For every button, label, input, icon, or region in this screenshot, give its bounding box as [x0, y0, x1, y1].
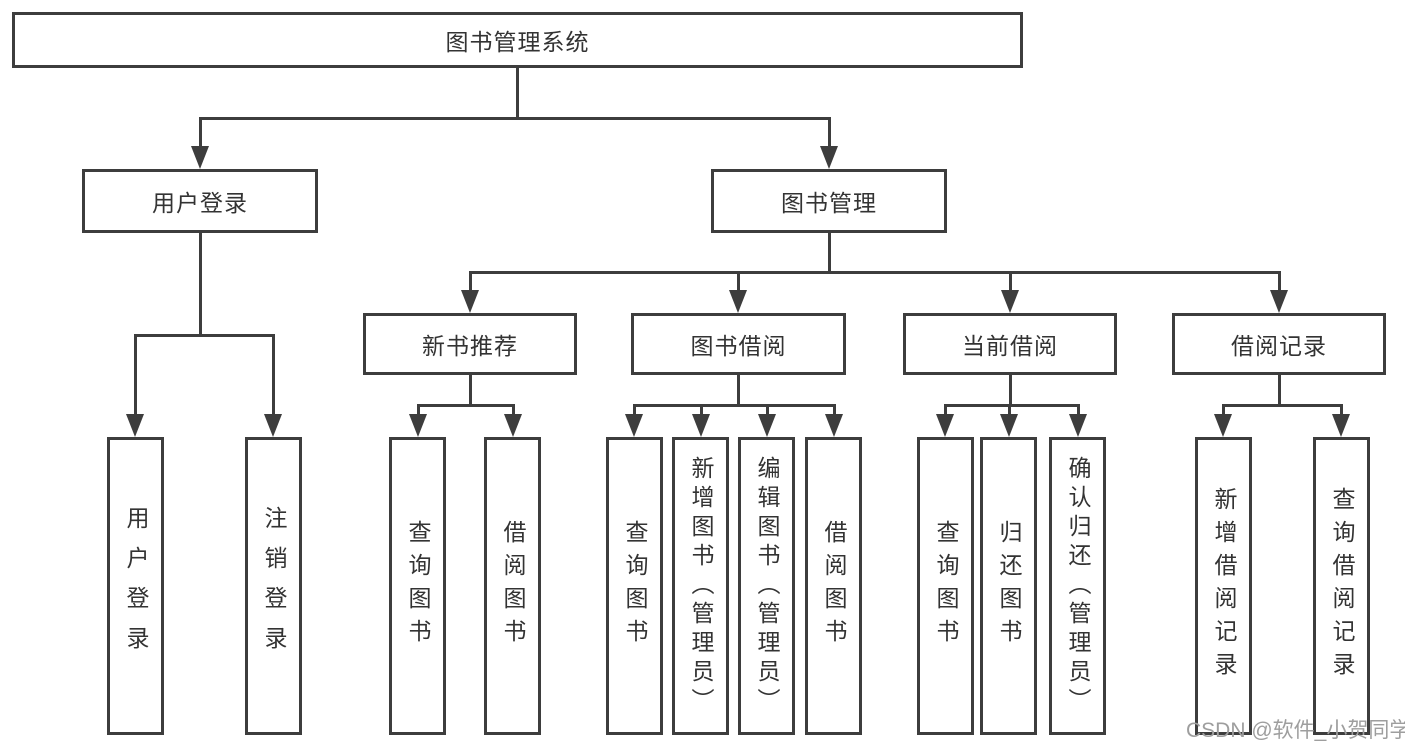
arrowhead-icon: [1332, 414, 1350, 437]
connector-line: [633, 404, 636, 420]
leaf-logout-label: 注销登录: [261, 506, 287, 666]
leaf-borrowing-add-books-admin: 新增图书（管理员）: [672, 437, 729, 735]
node-user-login-label: 用户登录: [152, 190, 248, 216]
connector-line: [700, 404, 703, 420]
leaf-borrowing-query-books: 查询图书: [606, 437, 663, 735]
connector-line: [1009, 375, 1012, 407]
connector-line: [737, 271, 740, 296]
connector-line: [469, 375, 472, 407]
leaf-borrowing-add-books-admin-label: 新增图书（管理员）: [688, 455, 714, 717]
connector-line: [199, 233, 202, 337]
leaf-user-login-label: 用户登录: [123, 506, 149, 666]
arrowhead-icon: [1001, 290, 1019, 313]
arrowhead-icon: [692, 414, 710, 437]
leaf-records-query-borrow-record-label: 查询借阅记录: [1329, 487, 1355, 685]
leaf-borrowing-borrow-books: 借阅图书: [805, 437, 862, 735]
leaf-current-confirm-return-admin-label: 确认归还（管理员）: [1065, 455, 1091, 717]
leaf-borrowing-query-books-label: 查询图书: [622, 520, 648, 652]
connector-line: [469, 271, 472, 296]
leaf-current-query-books-label: 查询图书: [933, 520, 959, 652]
connector-line: [833, 404, 836, 420]
connector-line: [633, 404, 836, 407]
leaf-current-return-books: 归还图书: [980, 437, 1037, 735]
arrowhead-icon: [1214, 414, 1232, 437]
arrowhead-icon: [504, 414, 522, 437]
node-new-book-recommend-label: 新书推荐: [422, 333, 518, 359]
connector-line: [417, 404, 515, 407]
connector-line: [469, 271, 1281, 274]
leaf-current-confirm-return-admin: 确认归还（管理员）: [1049, 437, 1106, 735]
leaf-newbooks-borrow-books: 借阅图书: [484, 437, 541, 735]
leaf-records-query-borrow-record: 查询借阅记录: [1313, 437, 1370, 735]
arrowhead-icon: [1069, 414, 1087, 437]
node-root-label: 图书管理系统: [445, 29, 590, 55]
leaf-current-return-books-label: 归还图书: [996, 520, 1022, 652]
arrowhead-icon: [729, 290, 747, 313]
arrowhead-icon: [126, 414, 144, 437]
node-new-book-recommend: 新书推荐: [363, 313, 577, 375]
arrowhead-icon: [625, 414, 643, 437]
connector-line: [1278, 375, 1281, 407]
node-book-management-label: 图书管理: [781, 190, 877, 216]
leaf-logout: 注销登录: [245, 437, 302, 735]
connector-line: [1077, 404, 1080, 420]
arrowhead-icon: [191, 146, 209, 169]
connector-line: [134, 334, 137, 420]
arrowhead-icon: [1000, 414, 1018, 437]
node-borrow-records-label: 借阅记录: [1231, 333, 1327, 359]
connector-line: [1278, 271, 1281, 296]
leaf-borrowing-edit-books-admin-label: 编辑图书（管理员）: [754, 455, 780, 717]
connector-line: [199, 117, 202, 155]
connector-line: [199, 117, 831, 120]
arrowhead-icon: [264, 414, 282, 437]
node-borrow-records: 借阅记录: [1172, 313, 1386, 375]
leaf-records-add-borrow-record-label: 新增借阅记录: [1211, 487, 1237, 685]
connector-line: [737, 375, 740, 407]
connector-line: [944, 404, 1080, 407]
arrowhead-icon: [825, 414, 843, 437]
arrowhead-icon: [758, 414, 776, 437]
arrowhead-icon: [936, 414, 954, 437]
connector-line: [417, 404, 420, 420]
connector-line: [766, 404, 769, 420]
connector-line: [944, 404, 947, 420]
connector-line: [1222, 404, 1225, 420]
node-current-borrowing: 当前借阅: [903, 313, 1117, 375]
connector-line: [134, 334, 275, 337]
arrowhead-icon: [1270, 290, 1288, 313]
arrowhead-icon: [820, 146, 838, 169]
leaf-borrowing-borrow-books-label: 借阅图书: [821, 520, 847, 652]
leaf-newbooks-borrow-books-label: 借阅图书: [500, 520, 526, 652]
connector-line: [828, 233, 831, 274]
connector-line: [1008, 404, 1011, 420]
leaf-records-add-borrow-record: 新增借阅记录: [1195, 437, 1252, 735]
node-book-management: 图书管理: [711, 169, 947, 233]
connector-line: [1009, 271, 1012, 296]
node-book-borrowing: 图书借阅: [631, 313, 846, 375]
leaf-newbooks-query-books: 查询图书: [389, 437, 446, 735]
csdn-watermark: CSDN @软件_小贺同学: [1186, 719, 1405, 742]
leaf-current-query-books: 查询图书: [917, 437, 974, 735]
node-book-borrowing-label: 图书借阅: [690, 333, 787, 359]
leaf-user-login: 用户登录: [107, 437, 164, 735]
node-root: 图书管理系统: [12, 12, 1023, 68]
arrowhead-icon: [409, 414, 427, 437]
connector-line: [1340, 404, 1343, 420]
leaf-newbooks-query-books-label: 查询图书: [405, 520, 431, 652]
node-user-login: 用户登录: [82, 169, 318, 233]
leaf-borrowing-edit-books-admin: 编辑图书（管理员）: [738, 437, 795, 735]
connector-line: [516, 68, 519, 120]
connector-line: [512, 404, 515, 420]
connector-line: [1222, 404, 1343, 407]
connector-line: [272, 334, 275, 420]
connector-line: [828, 117, 831, 155]
node-current-borrowing-label: 当前借阅: [962, 333, 1058, 359]
arrowhead-icon: [461, 290, 479, 313]
